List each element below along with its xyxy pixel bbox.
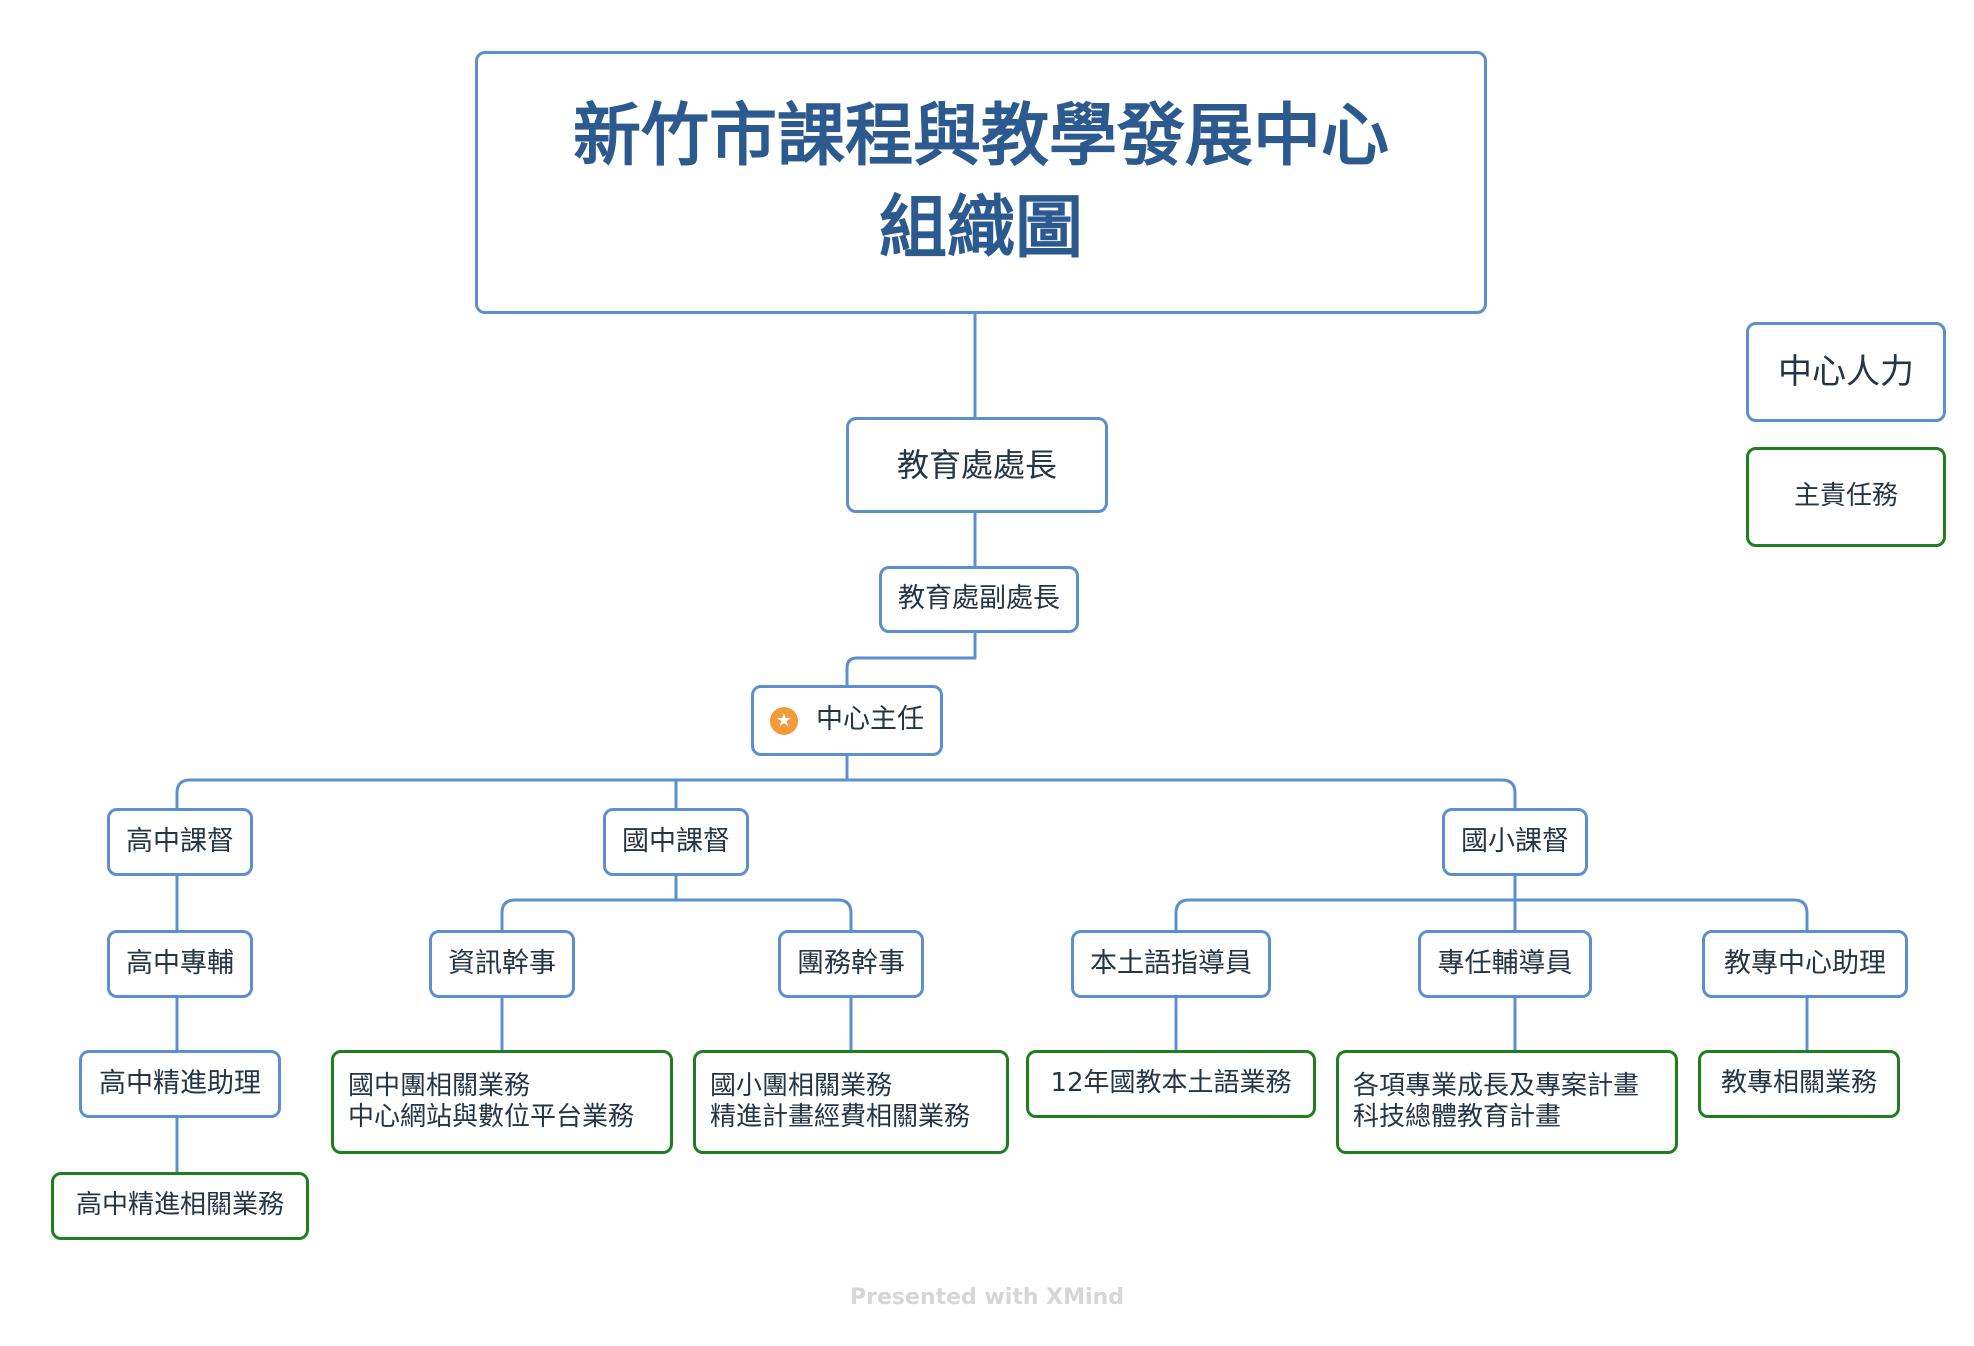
node-group-officer[interactable]: 團務幹事	[778, 930, 924, 998]
chart-title[interactable]: 新竹市課程與教學發展中心 組織圖	[475, 51, 1487, 314]
node-local-lang-task[interactable]: 12年國教本土語業務	[1026, 1050, 1316, 1118]
node-group-task-line2: 精進計畫經費相關業務	[710, 1102, 971, 1132]
node-it-task[interactable]: 國中團相關業務 中心網站與數位平台業務	[331, 1050, 673, 1154]
node-hs-counselor[interactable]: 高中專輔	[107, 930, 253, 998]
chart-title-line2: 組織圖	[878, 188, 1083, 268]
node-hs-supervisor-label: 高中課督	[126, 825, 234, 857]
node-center-assistant[interactable]: 教專中心助理	[1702, 930, 1908, 998]
footer-watermark: Presented with XMind	[850, 1285, 1124, 1310]
node-fulltime-counselor-label: 專任輔導員	[1437, 947, 1573, 979]
legend-staff-label: 中心人力	[1778, 351, 1914, 392]
node-it-officer[interactable]: 資訊幹事	[429, 930, 575, 998]
node-counselor-task-line1: 各項專業成長及專案計畫	[1353, 1070, 1640, 1101]
node-group-task-line1: 國小團相關業務	[710, 1070, 893, 1101]
node-jh-supervisor[interactable]: 國中課督	[603, 808, 749, 876]
node-hs-counselor-label: 高中專輔	[126, 947, 234, 979]
node-es-supervisor[interactable]: 國小課督	[1442, 808, 1588, 876]
node-deputy-director[interactable]: 教育處副處長	[879, 566, 1079, 633]
node-center-director[interactable]: ★ 中心主任	[751, 685, 943, 756]
connector-es-tasks	[1174, 998, 1809, 1050]
node-counselor-task-line2: 科技總體教育計畫	[1353, 1102, 1562, 1132]
node-hs-task[interactable]: 高中精進相關業務	[51, 1172, 309, 1240]
node-hs-assistant-label: 高中精進助理	[99, 1067, 261, 1099]
node-it-task-line1: 國中團相關業務	[348, 1070, 531, 1101]
node-center-director-label: 中心主任	[816, 704, 924, 736]
node-group-task[interactable]: 國小團相關業務 精進計畫經費相關業務	[693, 1050, 1009, 1154]
node-assistant-task-label: 教專相關業務	[1720, 1068, 1877, 1099]
node-hs-task-label: 高中精進相關業務	[75, 1190, 284, 1221]
connector-officer-tasks	[500, 998, 853, 1050]
node-director-general[interactable]: 教育處處長	[846, 417, 1108, 513]
node-director-general-label: 教育處處長	[896, 445, 1057, 484]
node-hs-assistant[interactable]: 高中精進助理	[79, 1050, 281, 1118]
legend-task[interactable]: 主責任務	[1746, 447, 1946, 547]
node-counselor-task[interactable]: 各項專業成長及專案計畫 科技總體教育計畫	[1336, 1050, 1678, 1154]
connector-jh-officers	[500, 876, 853, 930]
legend-task-label: 主責任務	[1793, 481, 1898, 512]
node-it-officer-label: 資訊幹事	[448, 947, 556, 979]
node-local-lang-task-label: 12年國教本土語業務	[1050, 1068, 1292, 1099]
node-local-lang-mentor[interactable]: 本土語指導員	[1071, 930, 1271, 998]
node-assistant-task[interactable]: 教專相關業務	[1698, 1050, 1900, 1118]
node-local-lang-mentor-label: 本土語指導員	[1090, 947, 1252, 979]
node-hs-supervisor[interactable]: 高中課督	[107, 808, 253, 876]
node-it-task-line2: 中心網站與數位平台業務	[348, 1102, 635, 1132]
node-center-assistant-label: 教專中心助理	[1724, 947, 1886, 979]
star-icon: ★	[770, 706, 798, 735]
chart-title-line1: 新竹市課程與教學發展中心	[572, 96, 1389, 176]
connector-es-staff	[1174, 876, 1809, 930]
node-deputy-director-label: 教育處副處長	[898, 583, 1060, 615]
connector-center-supervisors	[175, 756, 1517, 808]
node-fulltime-counselor[interactable]: 專任輔導員	[1418, 930, 1592, 998]
node-jh-supervisor-label: 國中課督	[622, 825, 730, 857]
legend-staff[interactable]: 中心人力	[1746, 322, 1946, 422]
connector-deputy-center	[845, 633, 977, 685]
node-group-officer-label: 團務幹事	[797, 947, 905, 979]
node-es-supervisor-label: 國小課督	[1461, 825, 1569, 857]
